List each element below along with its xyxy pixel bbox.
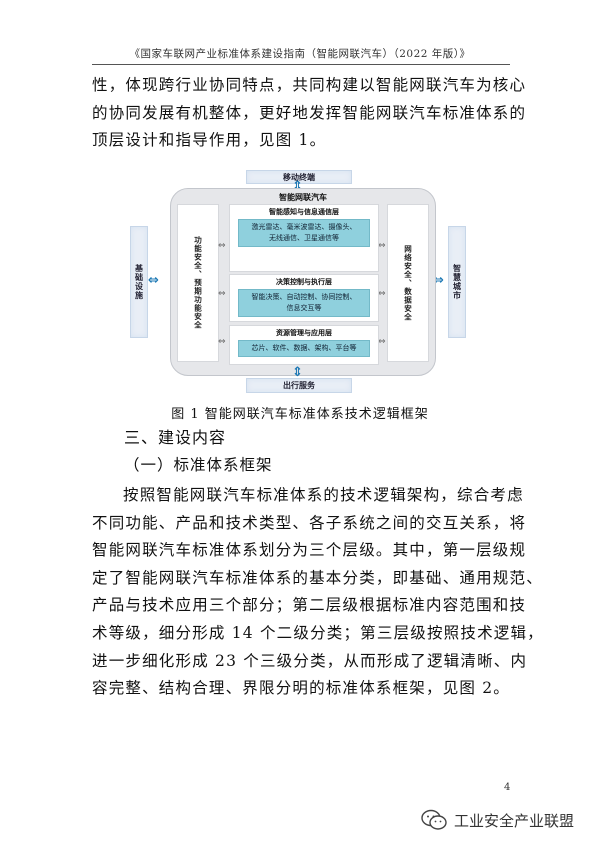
core-title: 智能网联汽车 bbox=[279, 193, 327, 202]
paragraph-line: 定了智能网联汽车标准体系的基本分类，即基础、通用规范、 bbox=[92, 568, 543, 587]
layer-title: 智能感知与信息通信层 bbox=[269, 208, 339, 216]
paragraph-line: 容完整、结构合理、界限分明的标准体系框架，见图 2。 bbox=[92, 679, 510, 698]
watermark: 工业安全产业联盟 bbox=[420, 809, 574, 831]
travel-service-box: 出行服务 bbox=[246, 378, 352, 393]
paragraph-line: 不同功能、产品和技术类型、各子系统之间的交互关系，将 bbox=[92, 513, 527, 532]
layer-item-text: 智能决策、自动控制、协同控制、 bbox=[251, 293, 357, 301]
layer-item-text: 无线通信、卫星通信等 bbox=[269, 234, 339, 242]
perception-communication-layer: 智能感知与信息通信层 激光雷达、毫米波雷达、摄像头、 无线通信、卫星通信等 bbox=[229, 204, 379, 272]
cyber-data-security-panel: 网络安全、数据安全 bbox=[387, 204, 429, 362]
layer-item-text: 芯片、软件、数据、架构、平台等 bbox=[251, 344, 357, 352]
watermark-text: 工业安全产业联盟 bbox=[454, 811, 575, 830]
header-rule bbox=[92, 64, 510, 65]
sub-heading: （一）标准体系框架 bbox=[124, 456, 273, 474]
paragraph-1: 性，体现跨行业协同特点，共同构建以智能网联汽车为核心 的协同发展有机整体，更好地… bbox=[92, 72, 527, 155]
paragraph-line: 顶层设计和指导作用，见图 1。 bbox=[92, 131, 327, 150]
paragraph-line: 进一步细化形成 23 个三级分类，从而形成了逻辑清晰、内 bbox=[92, 651, 528, 670]
layer-item-text: 信息交互等 bbox=[286, 304, 322, 312]
double-arrow-icon: ⇔ bbox=[378, 337, 386, 347]
section-heading: 三、建设内容 bbox=[124, 428, 227, 447]
up-down-arrow-icon: ⇕ bbox=[292, 365, 303, 380]
double-arrow-icon: ⇔ bbox=[378, 289, 386, 299]
paragraph-line: 智能网联汽车标准体系划分为三个层级。其中，第一层级规 bbox=[92, 541, 527, 560]
layer-content: 智能决策、自动控制、协同控制、 信息交互等 bbox=[238, 289, 370, 317]
paragraph-line: 产品与技术应用三个部分；第二层级根据标准内容范围和技 bbox=[92, 596, 527, 615]
paragraph-line: 按照智能网联汽车标准体系的技术逻辑架构，综合考虑 bbox=[123, 486, 524, 504]
decision-control-layer: 决策控制与执行层 智能决策、自动控制、协同控制、 信息交互等 bbox=[229, 274, 379, 322]
paragraph-line: 性，体现跨行业协同特点，共同构建以智能网联汽车为核心 bbox=[92, 76, 527, 94]
double-arrow-icon: ⇔ bbox=[378, 241, 386, 251]
wechat-icon bbox=[421, 809, 447, 830]
functional-safety-panel: 功能安全、预期功能安全 bbox=[177, 204, 219, 362]
layer-content: 芯片、软件、数据、架构、平台等 bbox=[238, 340, 370, 357]
smart-city-box: 智慧城市 bbox=[448, 226, 466, 338]
left-right-arrow-icon: ⇔ bbox=[148, 273, 159, 288]
paragraph-line: 的协同发展有机整体，更好地发挥智能网联汽车标准体系的 bbox=[92, 103, 527, 122]
paragraph-line: 术等级，细分形成 14 个二级分类；第三层级按照技术逻辑， bbox=[92, 623, 544, 642]
left-right-arrow-icon: ⇔ bbox=[433, 273, 444, 288]
running-header: 《国家车联网产业标准体系建设指南（智能网联汽车）（2022 年版）》 bbox=[129, 48, 471, 60]
resource-application-layer: 资源管理与应用层 芯片、软件、数据、架构、平台等 bbox=[229, 325, 379, 365]
layer-title: 资源管理与应用层 bbox=[276, 329, 332, 337]
infrastructure-box: 基础设施 bbox=[130, 226, 148, 338]
layer-content: 激光雷达、毫米波雷达、摄像头、 无线通信、卫星通信等 bbox=[238, 219, 370, 247]
double-arrow-icon: ⇔ bbox=[218, 289, 226, 299]
core-vehicle-frame: 智能网联汽车 功能安全、预期功能安全 网络安全、数据安全 ⇔ ⇔ ⇔ ⇔ ⇔ ⇔… bbox=[170, 188, 436, 376]
figure-caption: 图 1 智能网联汽车标准体系技术逻辑框架 bbox=[171, 407, 429, 422]
up-down-arrow-icon: ⇕ bbox=[292, 179, 303, 194]
layer-title: 决策控制与执行层 bbox=[276, 278, 332, 286]
mobile-terminal-box: 移动终端 bbox=[246, 170, 352, 184]
paragraph-2: 按照智能网联汽车标准体系的技术逻辑架构，综合考虑 不同功能、产品和技术类型、各子… bbox=[92, 482, 544, 703]
double-arrow-icon: ⇔ bbox=[218, 241, 226, 251]
layer-item-text: 激光雷达、毫米波雷达、摄像头、 bbox=[251, 223, 357, 231]
double-arrow-icon: ⇔ bbox=[218, 337, 226, 347]
page-number: 4 bbox=[504, 782, 511, 793]
framework-diagram: 移动终端 ⇕ 基础设施 ⇔ 智慧城市 ⇔ 智能网联汽车 功能安全、预期功能安全 … bbox=[130, 170, 475, 393]
